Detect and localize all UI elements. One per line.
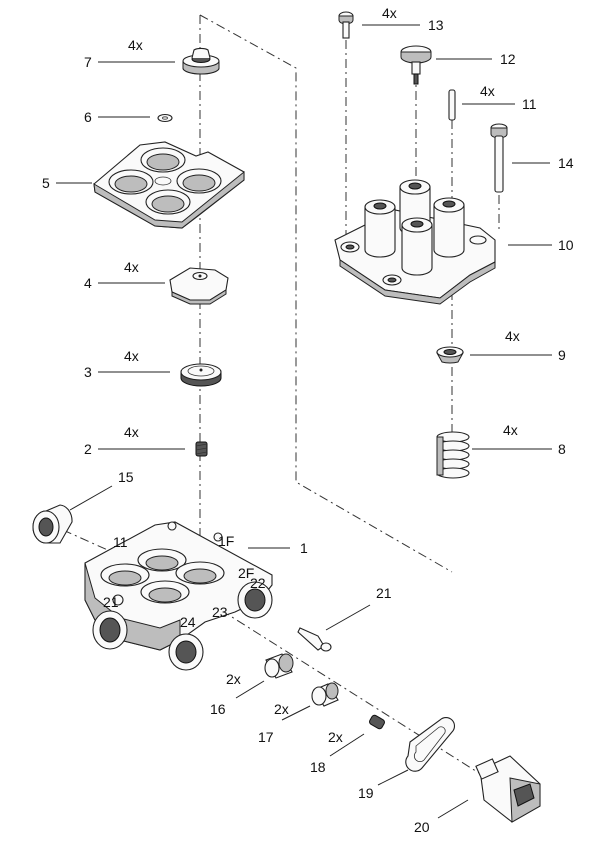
part-connector bbox=[475, 755, 541, 823]
qty-label-17: 2x bbox=[274, 701, 289, 717]
qty-label-4: 4x bbox=[124, 259, 139, 275]
port-mark: 11 bbox=[113, 534, 128, 550]
port-mark: 24 bbox=[180, 614, 196, 630]
callout-17: 17 bbox=[258, 729, 274, 745]
part-diaphragm-disk bbox=[180, 363, 222, 387]
callout-11: 11 bbox=[522, 96, 537, 112]
callout-4: 4 bbox=[84, 275, 92, 291]
part-coil-spring bbox=[369, 714, 385, 730]
qty-label-3: 4x bbox=[124, 348, 139, 364]
part-seal-cap bbox=[182, 47, 220, 75]
callout-1: 1 bbox=[300, 540, 308, 556]
part-valve-housing bbox=[334, 179, 496, 305]
part-sleeve bbox=[311, 682, 339, 707]
callout-21: 21 bbox=[376, 585, 392, 601]
callout-14: 14 bbox=[558, 155, 574, 171]
part-pin bbox=[448, 89, 456, 121]
leader-lines bbox=[56, 24, 552, 819]
callout-19: 19 bbox=[358, 785, 374, 801]
callout-15: 15 bbox=[118, 469, 134, 485]
part-oval-gasket bbox=[405, 716, 456, 772]
callout-9: 9 bbox=[558, 347, 566, 363]
part-small-seal bbox=[436, 346, 464, 364]
qty-label-2: 4x bbox=[124, 424, 139, 440]
callout-8: 8 bbox=[558, 441, 566, 457]
callout-labels: 4x 7 6 5 4x 4 4x 3 4x 2 15 1 4x 13 12 4x… bbox=[42, 5, 574, 835]
port-mark: 2F bbox=[238, 565, 254, 581]
part-screw-short bbox=[338, 11, 354, 39]
callout-13: 13 bbox=[428, 17, 444, 33]
qty-label-11: 4x bbox=[480, 83, 495, 99]
callout-12: 12 bbox=[500, 51, 516, 67]
part-gasket-plate bbox=[93, 141, 245, 229]
callout-2: 2 bbox=[84, 441, 92, 457]
port-mark: 23 bbox=[212, 604, 228, 620]
port-mark: 22 bbox=[250, 575, 266, 591]
qty-label-7: 4x bbox=[128, 37, 143, 53]
part-small-spring bbox=[195, 441, 208, 457]
port-mark: 1F bbox=[218, 533, 234, 549]
qty-label-8: 4x bbox=[503, 422, 518, 438]
callout-3: 3 bbox=[84, 364, 92, 380]
part-small-washer bbox=[157, 113, 173, 123]
callout-20: 20 bbox=[414, 819, 430, 835]
part-manifold-body bbox=[84, 521, 273, 671]
callout-6: 6 bbox=[84, 109, 92, 125]
part-long-bolt bbox=[490, 123, 508, 193]
callout-18: 18 bbox=[310, 759, 326, 775]
callout-16: 16 bbox=[210, 701, 226, 717]
callout-10: 10 bbox=[558, 237, 574, 253]
port-markings: 11 1F 21 2F 22 23 24 bbox=[103, 533, 266, 630]
part-bushing bbox=[264, 653, 294, 679]
part-valve-stem bbox=[400, 45, 432, 85]
part-sensor-pin bbox=[297, 627, 332, 652]
callout-5: 5 bbox=[42, 175, 50, 191]
qty-label-18: 2x bbox=[328, 729, 343, 745]
port-mark: 21 bbox=[103, 594, 119, 610]
qty-label-13: 4x bbox=[382, 5, 397, 21]
part-large-spring bbox=[436, 431, 470, 479]
part-valve-plate bbox=[169, 267, 229, 305]
callout-7: 7 bbox=[84, 54, 92, 70]
qty-label-9: 4x bbox=[505, 328, 520, 344]
part-inlet-ring bbox=[32, 504, 73, 544]
qty-label-16: 2x bbox=[226, 671, 241, 687]
